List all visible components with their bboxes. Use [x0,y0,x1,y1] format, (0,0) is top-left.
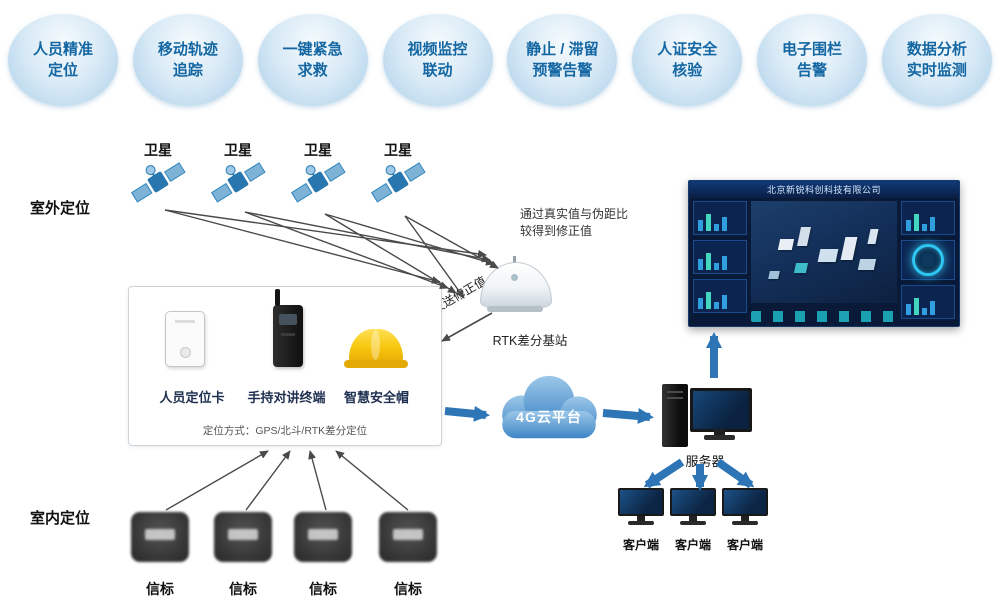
satellite-icon [128,155,188,209]
badge-text: 移动轨迹 [157,41,218,58]
dashboard-header: 北京新锐科创科技有限公司 [689,181,959,198]
badge-one-key-sos: 一键紧急 求救 [257,14,368,106]
server-label: 服务器 [685,454,725,469]
rtk-base-station-icon [480,256,552,316]
server-icon [662,382,752,452]
badge-text: 数据分析 [906,41,967,58]
note-line: 通过真实值与伪距比 [520,207,629,221]
badge-text: 告警 [797,62,828,79]
dashboard-mini-chart [693,279,747,313]
beacon-label: 信标 [309,581,337,597]
badge-text: 求救 [297,62,328,79]
satellite-icon [208,155,268,209]
badge-text: 预警告警 [532,62,593,79]
client-label: 客户端 [622,538,659,552]
dashboard-right-panels [900,201,956,322]
dashboard-icon-row [751,311,897,322]
beacon-icon [131,512,189,562]
client-label: 客户端 [726,538,763,552]
badge-text: 人员精准 [32,41,93,58]
client-terminal-icon [670,488,716,530]
beacon-label: 信标 [146,581,174,597]
dashboard-gauge-panel [901,240,955,280]
dashboard-3d-plant-view [751,201,897,303]
server-monitor [690,388,752,432]
beacon-signal-arrows [165,450,409,511]
badge-text: 核验 [672,62,703,79]
positioning-card-icon [165,311,205,367]
client-terminal-icon [722,488,768,530]
handheld-intercom-icon [273,289,303,367]
badge-text: 追踪 [172,62,203,79]
dashboard-title: 北京新锐科创科技有限公司 [766,185,881,195]
smart-helmet-icon [344,329,408,371]
beacon-label: 信标 [229,581,257,597]
dashboard-mini-chart [693,201,747,235]
satellite-icon [368,155,428,209]
satellite-label: 卫星 [384,142,412,158]
client-terminal-icon [618,488,664,530]
beacon-icon [214,512,272,562]
badge-identity-verification: 人证安全 核验 [632,14,743,106]
outdoor-positioning-label: 室外定位 [30,200,91,217]
badge-stay-warning: 静止 / 滞留 预警告警 [507,14,618,106]
badge-trajectory-tracking: 移动轨迹 追踪 [132,14,243,106]
feature-badge-row: 人员精准 定位 移动轨迹 追踪 一键紧急 求救 视频监控 联动 静止 / 滞留 … [0,14,1000,106]
cloud-platform-label: 4G云平台 [516,409,582,425]
dashboard-left-panels [692,201,748,322]
satellite-label: 卫星 [144,142,172,158]
rtk-correction-note: 通过真实值与伪距比 较得到修正值 [520,206,650,241]
dashboard-gauge-ring-icon [912,244,944,276]
badge-text: 联动 [422,62,453,79]
positioning-method-text: 定位方式：GPS/北斗/RTK差分定位 [202,425,368,437]
badge-video-linkage: 视频监控 联动 [382,14,493,106]
smart-helmet-label: 智慧安全帽 [343,390,409,405]
4g-cloud-platform-icon: 4G云平台 [490,370,608,448]
rtk-base-station-label: RTK差分基站 [492,334,568,348]
beacon-icon [379,512,437,562]
client-label: 客户端 [674,538,711,552]
beacon-label: 信标 [394,581,422,597]
positioning-card-label: 人员定位卡 [159,390,225,405]
handheld-intercom-label: 手持对讲终端 [247,390,326,405]
badge-electronic-fence: 电子围栏 告警 [757,14,868,106]
dashboard-mini-chart [901,201,955,235]
dashboard-mini-chart [901,285,955,319]
satellite-icon [288,155,348,209]
badge-data-analysis: 数据分析 实时监测 [881,14,992,106]
badge-text: 人证安全 [657,41,718,58]
badge-precise-positioning: 人员精准 定位 [8,14,118,106]
dashboard-mini-chart [693,240,747,274]
badge-text: 静止 / 滞留 [526,41,599,58]
badge-text: 视频监控 [407,41,468,58]
badge-text: 一键紧急 [282,41,343,58]
badge-text: 实时监测 [906,62,967,79]
server-tower [662,384,688,447]
satellite-signal-arrows [164,209,499,299]
positioning-terminals-box: 人员定位卡 手持对讲终端 智慧安全帽 定位方式：GPS/北斗/RTK差分定位 [128,286,442,446]
monitoring-dashboard-screen: 北京新锐科创科技有限公司 [688,180,960,327]
indoor-positioning-label: 室内定位 [30,510,91,527]
satellite-label: 卫星 [224,142,252,158]
beacon-icon [294,512,352,562]
satellite-label: 卫星 [304,142,332,158]
badge-text: 电子围栏 [782,41,843,58]
note-line: 较得到修正值 [520,224,593,239]
badge-text: 定位 [47,62,78,79]
